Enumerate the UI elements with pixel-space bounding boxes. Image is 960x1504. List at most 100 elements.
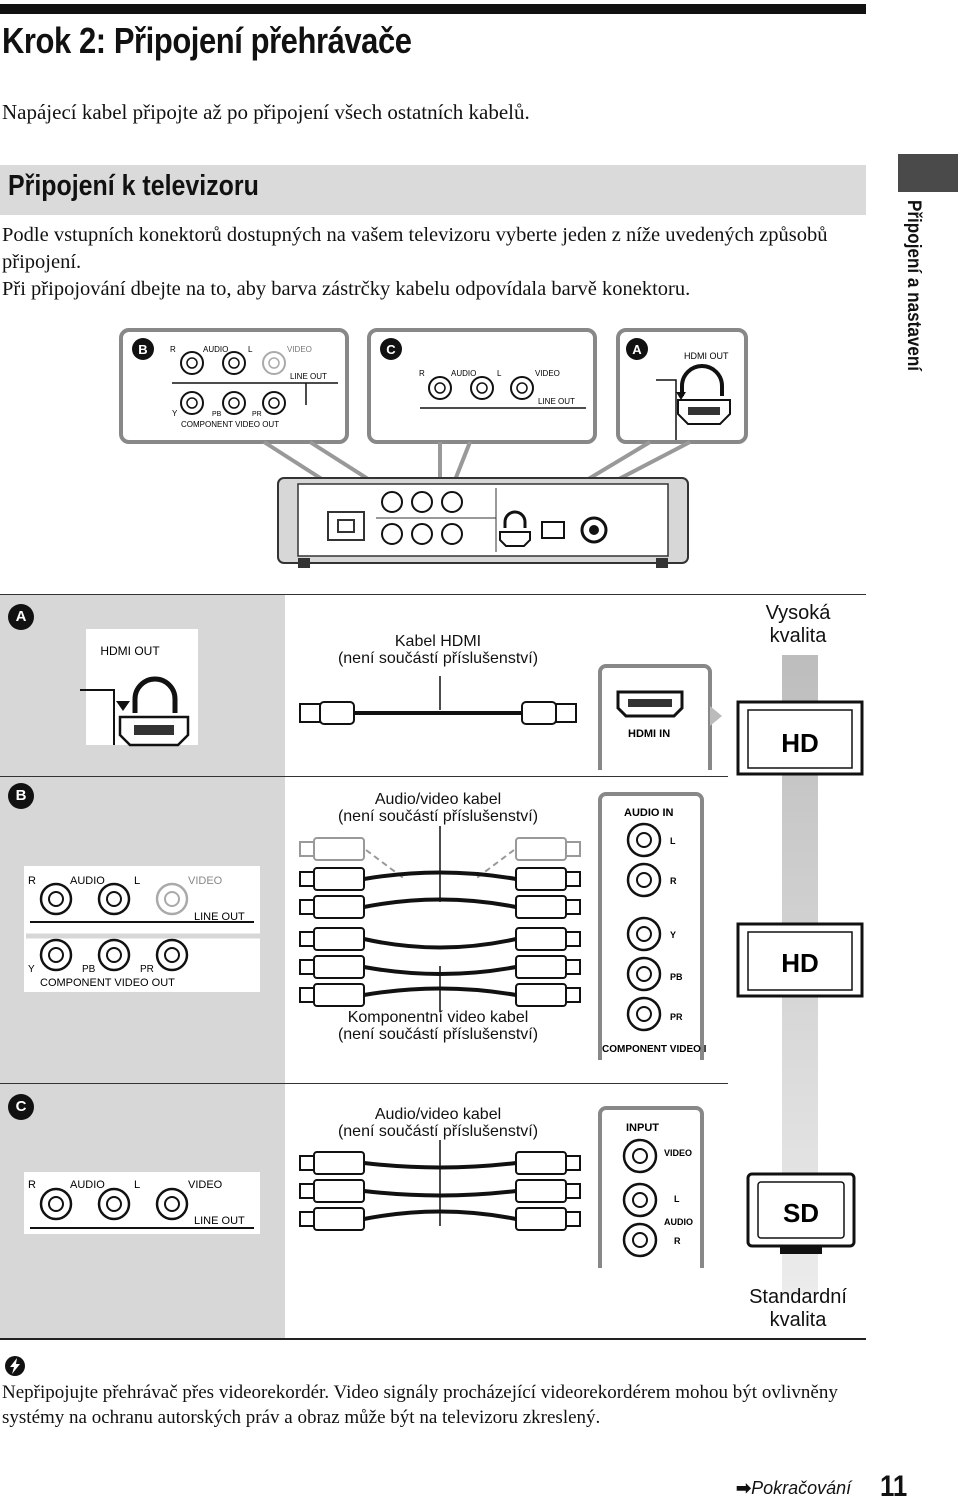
tv-hd-b: HD xyxy=(736,922,864,998)
label-y: Y xyxy=(172,409,178,418)
row-divider-bc xyxy=(0,1083,728,1084)
quality-high-label: Vysoká kvalita xyxy=(740,602,856,648)
row-a-badge: A xyxy=(8,604,34,630)
paragraph-line-2: Při připojování dbejte na to, aby barva … xyxy=(2,278,691,300)
component-cable-name: Komponentní video kabel xyxy=(347,1009,529,1026)
label-y: Y xyxy=(28,964,35,975)
label-l: L xyxy=(670,836,676,846)
av-cable-name: Audio/video kabel xyxy=(374,1106,502,1123)
row-c-cable-caption: Audio/video kabel (není součástí přísluš… xyxy=(300,1106,576,1140)
label-audio: AUDIO xyxy=(70,1179,105,1191)
label-r: R xyxy=(419,369,425,378)
row-c-av-cable xyxy=(299,1140,581,1231)
page-number: 11 xyxy=(880,1470,908,1503)
player-rear xyxy=(277,477,689,568)
intro-text: Napájecí kabel připojte až po připojení … xyxy=(2,100,530,124)
label-component-video-out: COMPONENT VIDEO OUT xyxy=(181,420,279,429)
label-pb: PB xyxy=(82,964,96,975)
badge-b-text: B xyxy=(138,342,147,357)
label-r: R xyxy=(670,876,677,886)
callout-panel-c: C R AUDIO L VIDEO LINE OUT xyxy=(367,328,597,444)
label-video: VIDEO xyxy=(188,875,223,887)
av-cable-note: (není součástí příslušenství) xyxy=(337,808,539,825)
label-pr: PR xyxy=(140,964,154,975)
continue-indicator: ➡Pokračování xyxy=(736,1478,851,1499)
section-title: Připojení k televizoru xyxy=(8,170,259,202)
section-paragraph: Podle vstupních konektorů dostupných na … xyxy=(2,222,862,303)
label-component-video-in: COMPONENT VIDEO IN xyxy=(602,1044,706,1055)
row-c-player-ports: R AUDIO L VIDEO LINE OUT xyxy=(24,1172,260,1234)
quality-standard-line1: Standardní xyxy=(749,1286,847,1308)
label-audio: AUDIO xyxy=(451,369,476,378)
label-audio: AUDIO xyxy=(70,875,105,887)
label-l: L xyxy=(134,1179,140,1191)
label-component-video-out: COMPONENT VIDEO OUT xyxy=(40,977,175,989)
hdmi-cable-name: Kabel HDMI xyxy=(394,633,482,650)
label-line-out: LINE OUT xyxy=(290,372,327,381)
row-c-tv-inputs: INPUT VIDEO L AUDIO R xyxy=(598,1106,704,1268)
side-tab-label: Připojení a nastavení xyxy=(903,200,924,372)
hdmi-cable-note: (není součástí příslušenství) xyxy=(337,650,539,667)
paragraph-line-1: Podle vstupních konektorů dostupných na … xyxy=(2,224,828,273)
hdmi-out-label: HDMI OUT xyxy=(100,644,160,658)
page-title: Krok 2: Připojení přehrávače xyxy=(2,20,412,61)
label-line-out: LINE OUT xyxy=(194,911,245,923)
label-video: VIDEO xyxy=(188,1179,223,1191)
label-pr: PR xyxy=(670,1012,683,1022)
side-tab-marker xyxy=(898,154,958,192)
label-video: VIDEO xyxy=(664,1148,692,1158)
warning-note: Nepřipojujte přehrávač přes videorekordé… xyxy=(2,1382,838,1428)
hdmi-in-label: HDMI IN xyxy=(628,728,670,740)
row-c-badge: C xyxy=(8,1094,34,1120)
quality-high-line2: kvalita xyxy=(769,625,827,647)
top-rule xyxy=(0,4,866,14)
label-line-out: LINE OUT xyxy=(538,397,575,406)
hd-text: HD xyxy=(781,728,819,758)
diagram-bottom-rule xyxy=(0,1338,866,1340)
row-a-player-hdmi-port: HDMI OUT xyxy=(80,629,198,747)
warning-icon xyxy=(5,1356,25,1376)
label-pb: PB xyxy=(212,411,222,418)
label-audio: AUDIO xyxy=(203,345,228,354)
arrow-right-icon: ➡ xyxy=(736,1478,752,1498)
label-l: L xyxy=(497,369,502,378)
player-rear-panel-diagram: B R AUDIO L VIDEO LINE OUT Y PB PR COMPO… xyxy=(119,328,748,568)
label-r: R xyxy=(674,1236,681,1246)
label-l: L xyxy=(134,875,140,887)
row-a-hdmi-cable xyxy=(299,676,577,725)
row-divider-ab xyxy=(0,776,728,777)
row-b-component-cable xyxy=(299,927,581,1012)
quality-standard-label: Standardní kvalita xyxy=(738,1286,858,1332)
av-cable-note: (není součástí příslušenství) xyxy=(337,1123,539,1140)
label-y: Y xyxy=(670,930,676,940)
tv-hd-a: HD xyxy=(736,700,864,776)
row-a-cable-caption: Kabel HDMI (není součástí příslušenství) xyxy=(300,633,576,667)
sd-text: SD xyxy=(783,1198,819,1228)
row-b-player-ports: R AUDIO L VIDEO LINE OUT Y PB PR COMPONE… xyxy=(24,866,260,992)
label-r: R xyxy=(28,1179,36,1191)
hd-text: HD xyxy=(781,948,819,978)
row-b-av-cable-caption: Audio/video kabel (není součástí přísluš… xyxy=(300,791,576,825)
row-b-tv-inputs: AUDIO IN L R Y PB PR COMPONENT VIDEO IN xyxy=(598,792,706,1060)
badge-a-text: A xyxy=(632,342,642,357)
row-divider-top xyxy=(0,594,866,595)
label-pb: PB xyxy=(670,972,683,982)
row-b-av-cable xyxy=(299,826,581,919)
continue-label: Pokračování xyxy=(751,1478,852,1498)
component-cable-note: (není součástí příslušenství) xyxy=(337,1026,539,1043)
label-pr: PR xyxy=(252,411,262,418)
label-audio: AUDIO xyxy=(664,1217,693,1227)
row-a-tv-hdmi-in: HDMI IN xyxy=(598,664,722,770)
av-cable-name: Audio/video kabel xyxy=(374,791,502,808)
label-line-out: LINE OUT xyxy=(194,1215,245,1227)
row-b-badge: B xyxy=(8,783,34,809)
label-l: L xyxy=(248,345,253,354)
label-r: R xyxy=(28,875,36,887)
label-input: INPUT xyxy=(626,1122,659,1134)
label-video: VIDEO xyxy=(287,345,312,354)
tv-sd-c: SD xyxy=(746,1172,856,1254)
row-b-component-cable-caption: Komponentní video kabel (není součástí p… xyxy=(300,1009,576,1043)
label-hdmi-out: HDMI OUT xyxy=(684,351,729,361)
label-r: R xyxy=(170,345,176,354)
quality-high-line1: Vysoká xyxy=(765,602,831,624)
